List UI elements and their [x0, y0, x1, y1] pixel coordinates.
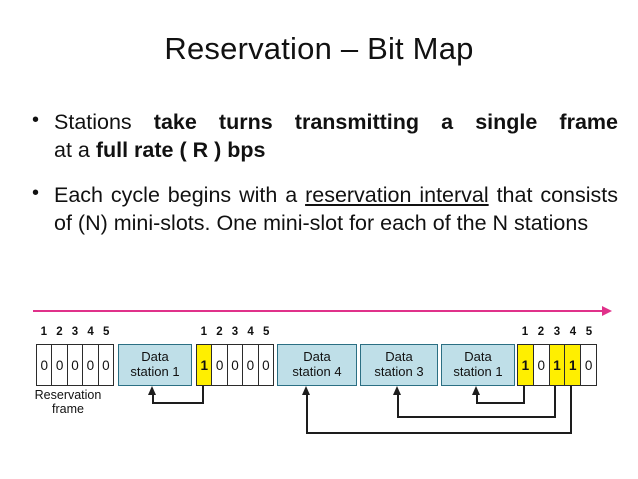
reservation-frame-2-cell-1: 1 [197, 345, 213, 385]
data-box-2-line2: station 4 [292, 364, 342, 379]
reservation-frame-3-slot-label-2: 2 [537, 326, 545, 338]
reservation-frame-2-slot-label-1: 1 [200, 326, 207, 338]
bullet-marker: • [32, 181, 40, 204]
data-box-4-line2: station 1 [453, 364, 503, 379]
reservation-frame-1-slot-label-3: 3 [71, 326, 79, 338]
bullet-1-line-2: at a full rate ( R ) bps [54, 136, 618, 164]
data-box-2: Data station 4 [277, 344, 357, 386]
reservation-frame-3-cell-4: 1 [565, 345, 582, 385]
bullet-1-seg-2: take turns transmitting a single frame [153, 110, 618, 134]
reservation-frame-3-slot-label-5: 5 [585, 326, 593, 338]
reservation-frame-2-cell-4: 0 [243, 345, 259, 385]
reservation-frame-2-slot-label-5: 5 [262, 326, 270, 338]
bullet-1-seg-3: at a [54, 138, 96, 163]
reservation-frame-3-cell-2: 0 [533, 345, 550, 385]
bullet-2-seg-1: Each cycle begins with a [54, 182, 306, 207]
data-box-1: Data station 1 [118, 344, 192, 386]
bullet-item-2: • Each cycle begins with a reservation i… [28, 181, 618, 238]
bullet-list: • Stations take turns transmitting a sin… [28, 108, 618, 248]
reservation-frame-3-slot-label-3: 3 [553, 326, 561, 338]
reservation-frame-2-cell-3: 0 [227, 345, 244, 385]
bullet-1-line-1: Stations take turns transmitting a singl… [54, 108, 618, 136]
reservation-frame-1-slot-label-1: 1 [40, 326, 47, 338]
bullet-2-text: Each cycle begins with a reservation int… [54, 181, 618, 238]
reservation-frame-caption: Reservation frame [22, 388, 114, 417]
reservation-frame-2-cell-2: 0 [212, 345, 228, 385]
page-title: Reservation – Bit Map [164, 31, 474, 66]
bullet-marker: • [32, 109, 40, 131]
data-box-4-line1: Data [464, 349, 492, 365]
reservation-frame-1-slot-label-4: 4 [87, 326, 94, 338]
time-axis-arrow [33, 306, 612, 316]
data-box-1-line1: Data [141, 349, 169, 365]
data-box-3-line1: Data [385, 349, 413, 365]
reservation-caption-line-2: frame [52, 402, 84, 417]
bullet-2-seg-underlined: reservation interval [305, 182, 489, 207]
reservation-frame-2-slot-label-2: 2 [216, 326, 223, 338]
reservation-frame-3-cell-1: 1 [518, 345, 534, 385]
data-box-3: Data station 3 [360, 344, 438, 386]
reservation-frame-1-cell-5: 0 [98, 345, 114, 385]
bullet-item-1: • Stations take turns transmitting a sin… [28, 108, 618, 165]
reservation-frame-2-slot-label-4: 4 [247, 326, 254, 338]
reservation-frame-1-cell-2: 0 [52, 345, 68, 385]
reservation-frame-1-cell-3: 0 [67, 345, 84, 385]
reservation-frame-1-cell-4: 0 [83, 345, 99, 385]
reservation-frame-1-cell-1: 0 [37, 345, 53, 385]
reservation-frame-3-cell-5: 0 [581, 345, 596, 385]
reservation-frame-2-cell-5: 0 [258, 345, 274, 385]
reservation-frame-1-slot-label-5: 5 [102, 326, 110, 338]
reservation-frame-3-cell-3: 1 [549, 345, 566, 385]
bullet-2-seg-3: that consists of (N) mini-slots. One min… [54, 182, 618, 236]
reservation-frame-3-slot-label-4: 4 [569, 326, 577, 338]
data-box-4: Data station 1 [441, 344, 515, 386]
bullet-1-seg-4: full rate ( R ) bps [95, 138, 266, 163]
data-box-3-line2: station 3 [374, 364, 424, 379]
reservation-caption-line-1: Reservation [34, 388, 102, 402]
reservation-frame-2-slot-label-3: 3 [231, 326, 239, 338]
bullet-1-seg-1: Stations [54, 110, 154, 134]
data-box-1-line2: station 1 [130, 364, 180, 379]
reservation-frame-1-slot-label-2: 2 [56, 326, 63, 338]
reservation-frame-3-slot-label-1: 1 [521, 326, 529, 338]
data-box-2-line1: Data [303, 349, 331, 365]
